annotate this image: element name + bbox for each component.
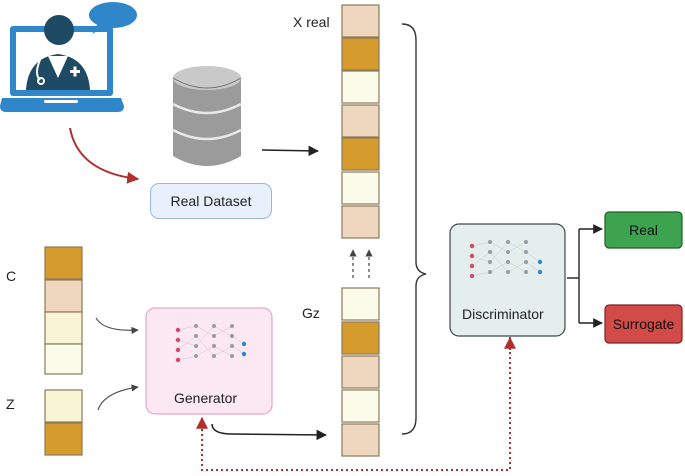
- c-label: C: [6, 268, 17, 284]
- surrogate-box: [604, 304, 683, 344]
- x-real-column: [341, 4, 380, 239]
- gz-label: Gz: [302, 305, 320, 321]
- discriminator-label: Discriminator: [462, 306, 544, 322]
- discriminator-box: [449, 223, 566, 337]
- c-column: [44, 246, 83, 375]
- z-column: [44, 389, 83, 456]
- database-icon: [172, 66, 242, 166]
- surrogate-label: Surrogate: [612, 316, 675, 332]
- real-label: Real: [629, 222, 658, 238]
- z-label: Z: [6, 396, 15, 412]
- generator-box: [145, 307, 273, 415]
- x-real-label: X real: [293, 14, 330, 30]
- real-box: [604, 211, 683, 249]
- real-dataset-box: Real Dataset: [150, 183, 272, 219]
- neural-network-icon: [469, 240, 543, 279]
- neural-network-icon: [175, 324, 247, 363]
- generator-label: Generator: [174, 390, 238, 406]
- real-dataset-label: Real Dataset: [170, 193, 252, 209]
- doctor-laptop-icon: [0, 2, 137, 112]
- gz-column: [341, 287, 380, 457]
